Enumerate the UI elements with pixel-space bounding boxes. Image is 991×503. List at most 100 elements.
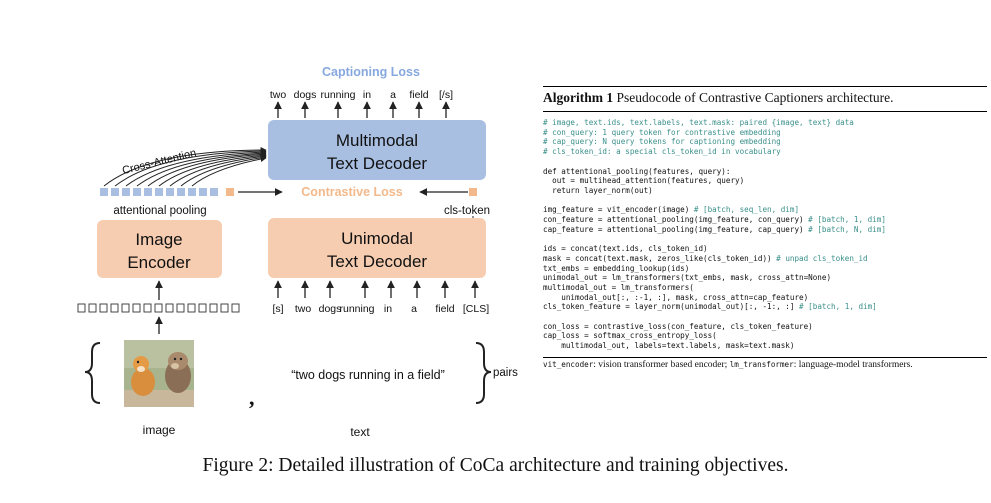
query-token bbox=[133, 188, 141, 196]
output-tokens: two dogs running in a field [/s] bbox=[270, 89, 453, 101]
code-text: ids = concat(text.ids, cls_token_id) bbox=[543, 244, 708, 254]
attentional-pooling-tokens bbox=[100, 188, 218, 196]
algorithm-top-rule bbox=[543, 86, 987, 87]
query-token bbox=[199, 188, 207, 196]
code-line: cap_feature = attentional_pooling(img_fe… bbox=[543, 225, 987, 235]
output-token: two bbox=[270, 89, 287, 101]
query-token bbox=[111, 188, 119, 196]
query-token bbox=[210, 188, 218, 196]
algorithm-title: Algorithm 1 Pseudocode of Contrastive Ca… bbox=[543, 87, 987, 108]
output-token: in bbox=[363, 89, 371, 101]
code-line: unimodal_out = lm_transformers(txt_embs,… bbox=[543, 273, 987, 283]
query-token bbox=[144, 188, 152, 196]
image-encoder-box bbox=[97, 220, 222, 278]
code-text: def attentional_pooling(features, query)… bbox=[543, 166, 731, 176]
code-comment: # [batch, seq_len, dim] bbox=[693, 205, 800, 215]
code-text: con_feature = attentional_pooling(img_fe… bbox=[543, 215, 809, 224]
code-text: out = multihead_attention(features, quer… bbox=[543, 176, 745, 186]
code-line: ids = concat(text.ids, cls_token_id) bbox=[543, 244, 987, 254]
code-line bbox=[543, 196, 987, 206]
code-text: # cls_token_id: a special cls_token_id i… bbox=[543, 147, 781, 157]
cross-attention-arrows bbox=[103, 147, 267, 187]
code-line: unimodal_out[:, :-1, :], mask, cross_att… bbox=[543, 293, 987, 303]
code-text: return layer_norm(out) bbox=[543, 185, 653, 195]
coca-architecture-diagram: Captioning Loss two dogs running in a fi… bbox=[77, 65, 518, 439]
input-token: two bbox=[295, 303, 312, 315]
code-text: multimodal_out, labels=text.labels, mask… bbox=[543, 341, 795, 351]
code-text: txt_embs = embedding_lookup(ids) bbox=[543, 263, 690, 273]
algorithm-mid-rule bbox=[543, 111, 987, 112]
pairs-label: pairs bbox=[493, 367, 518, 379]
input-token: field bbox=[435, 303, 454, 315]
code-line: # image, text.ids, text.labels, text.mas… bbox=[543, 118, 987, 128]
code-line: def attentional_pooling(features, query)… bbox=[543, 167, 987, 177]
input-token: [s] bbox=[272, 303, 283, 315]
contrastive-loss-label: Contrastive Loss bbox=[301, 185, 402, 199]
code-line: mask = concat(text.mask, zeros_like(cls_… bbox=[543, 254, 987, 264]
algorithm-title-text: Pseudocode of Contrastive Captioners arc… bbox=[616, 90, 894, 105]
code-comment: # [batch, N, dim] bbox=[808, 224, 886, 234]
code-text: unimodal_out = lm_transformers(txt_embs,… bbox=[543, 273, 832, 283]
captioning-loss-label: Captioning Loss bbox=[322, 65, 420, 79]
code-text: cls_token_feature = layer_norm(unimodal_… bbox=[543, 302, 800, 312]
code-line: cap_loss = softmax_cross_entropy_loss( bbox=[543, 331, 987, 341]
contrastive-query-token bbox=[226, 188, 234, 196]
code-line: img_feature = vit_encoder(image) # [batc… bbox=[543, 205, 987, 215]
output-token: dogs bbox=[294, 89, 317, 101]
cross-attention-label: Cross-Attention bbox=[121, 147, 197, 177]
code-text: multimodal_out = lm_transformers( bbox=[543, 282, 694, 292]
code-line bbox=[543, 312, 987, 322]
text-label: text bbox=[350, 425, 370, 439]
code-text: unimodal_out[:, :-1, :], mask, cross_att… bbox=[543, 292, 809, 302]
query-token bbox=[177, 188, 185, 196]
pair-comma: , bbox=[249, 385, 255, 410]
algorithm-label: Algorithm 1 bbox=[543, 90, 614, 105]
code-text: cap_feature = attentional_pooling(img_fe… bbox=[543, 224, 809, 234]
code-line bbox=[543, 157, 987, 167]
code-line: # cap_query: N query tokens for captioni… bbox=[543, 137, 987, 147]
code-text: cap_loss = softmax_cross_entropy_loss( bbox=[543, 331, 717, 341]
unimodal-decoder-line2: Text Decoder bbox=[327, 252, 427, 271]
code-line: return layer_norm(out) bbox=[543, 186, 987, 196]
query-token bbox=[155, 188, 163, 196]
output-token: running bbox=[320, 89, 355, 101]
footnote-term-vit: vit_encoder bbox=[543, 359, 594, 369]
code-text: mask = concat(text.mask, zeros_like(cls_… bbox=[543, 253, 777, 263]
output-token: field bbox=[409, 89, 428, 101]
code-comment: # [batch, 1, dim] bbox=[799, 302, 877, 312]
code-line: # cls_token_id: a special cls_token_id i… bbox=[543, 147, 987, 157]
attentional-pooling-label: attentional pooling bbox=[113, 205, 206, 217]
code-line: multimodal_out, labels=text.labels, mask… bbox=[543, 341, 987, 351]
figure-caption: Figure 2: Detailed illustration of CoCa … bbox=[202, 455, 789, 476]
code-comment: # unpad cls_token_id bbox=[776, 253, 868, 263]
query-token bbox=[100, 188, 108, 196]
code-line bbox=[543, 234, 987, 244]
query-token bbox=[166, 188, 174, 196]
algorithm-bottom-rule bbox=[543, 356, 987, 358]
image-patches bbox=[77, 303, 240, 313]
cls-token-label: cls-token bbox=[444, 205, 490, 217]
code-text: # image, text.ids, text.labels, text.mas… bbox=[543, 118, 854, 127]
algorithm-footnote: vit_encoder: vision transformer based en… bbox=[543, 359, 987, 371]
code-line: out = multihead_attention(features, quer… bbox=[543, 176, 987, 186]
footnote-term-lm: lm_transformer bbox=[729, 359, 794, 369]
unimodal-text-decoder-box bbox=[268, 218, 486, 278]
input-token: dogs bbox=[319, 303, 342, 315]
query-token bbox=[122, 188, 130, 196]
footnote-desc-vit: : vision transformer based encoder; bbox=[593, 359, 730, 370]
image-encoder-line2: Encoder bbox=[127, 253, 191, 272]
algorithm-block: Algorithm 1 Pseudocode of Contrastive Ca… bbox=[543, 86, 987, 371]
input-token: in bbox=[384, 303, 392, 315]
output-arrows bbox=[274, 101, 450, 118]
input-arrows bbox=[274, 280, 479, 298]
unimodal-decoder-line1: Unimodal bbox=[341, 229, 413, 248]
input-token: [CLS] bbox=[463, 303, 489, 315]
pseudocode: # image, text.ids, text.labels, text.mas… bbox=[543, 118, 987, 351]
code-line: cls_token_feature = layer_norm(unimodal_… bbox=[543, 302, 987, 312]
code-text: # cap_query: N query tokens for captioni… bbox=[543, 137, 781, 147]
output-token: a bbox=[390, 89, 396, 101]
multimodal-decoder-line2: Text Decoder bbox=[327, 154, 427, 173]
code-line: txt_embs = embedding_lookup(ids) bbox=[543, 264, 987, 274]
code-line: con_feature = attentional_pooling(img_fe… bbox=[543, 215, 987, 225]
code-text: con_loss = contrastive_loss(con_feature,… bbox=[543, 321, 813, 331]
